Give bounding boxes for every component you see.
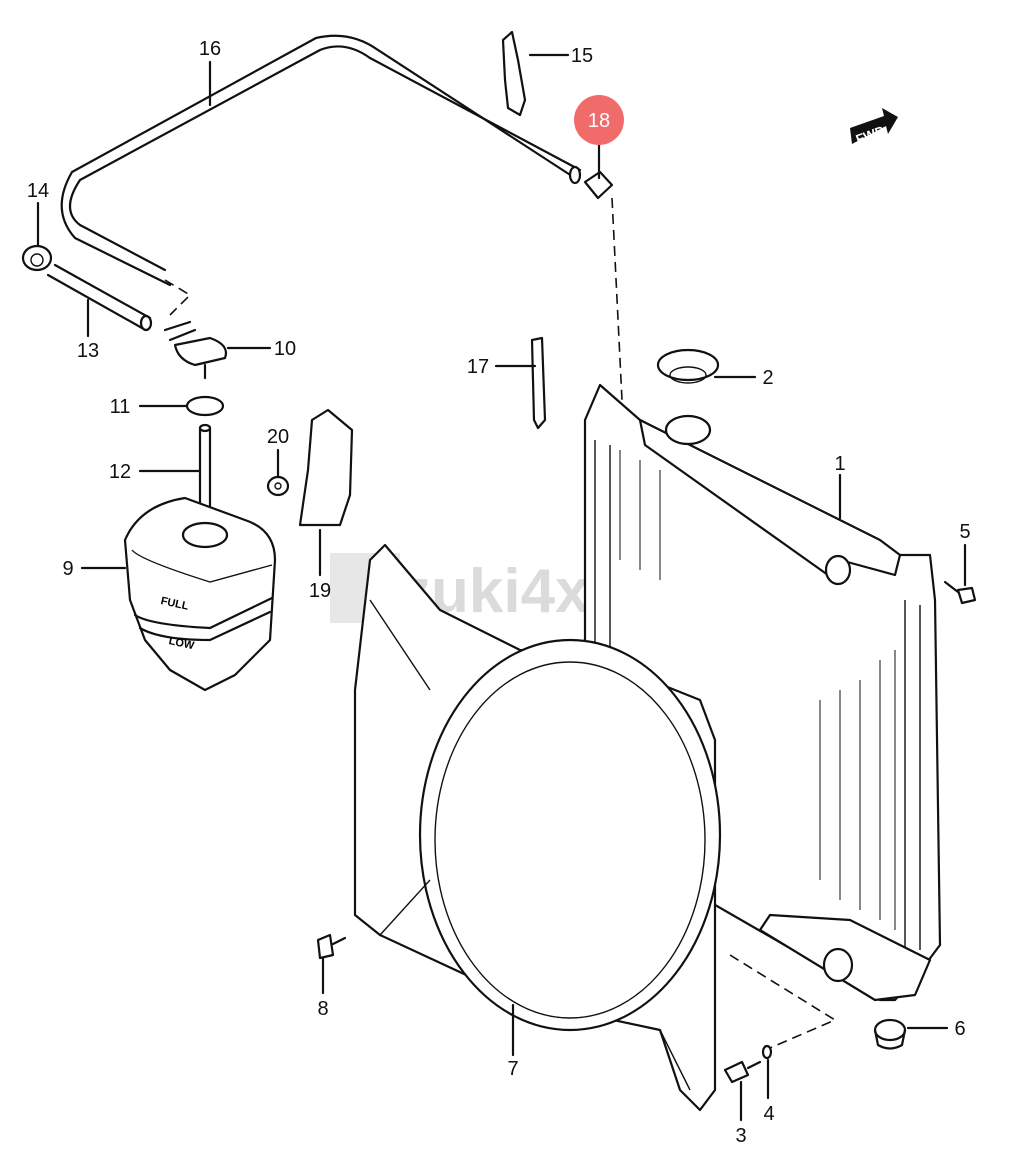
reservoir-cap-10	[163, 320, 228, 380]
drain-plug-3	[723, 1060, 762, 1084]
leader-lines	[36, 53, 967, 1122]
bracket-17	[530, 336, 547, 430]
cap-14	[21, 244, 53, 272]
callout-6: 6	[954, 1018, 965, 1040]
cushion-6	[873, 1018, 907, 1050]
callout-4: 4	[763, 1103, 774, 1125]
fan-shroud-7	[353, 543, 722, 1112]
callout-13: 13	[77, 340, 99, 362]
callout-labels: 1 2 3 4 5 6 7 8 9 10 11 12 13 14 15 16 1…	[27, 38, 971, 1147]
washer-4	[761, 1044, 773, 1060]
callout-12: 12	[109, 461, 131, 483]
callout-7: 7	[507, 1058, 518, 1080]
callout-16: 16	[199, 38, 221, 60]
callout-1: 1	[834, 453, 845, 475]
svg-text:LOW: LOW	[168, 635, 196, 652]
callout-3: 3	[735, 1125, 746, 1147]
callout-19: 19	[309, 580, 331, 602]
callout-10: 10	[274, 338, 296, 360]
callout-14: 14	[27, 180, 49, 202]
reservoir-tank-9: FULL LOW	[123, 496, 277, 692]
highlight-marker	[574, 95, 624, 145]
nut-20	[266, 475, 290, 497]
callout-17: 17	[467, 356, 489, 378]
hose-13	[46, 263, 152, 330]
fwd-arrow-icon: FWD	[850, 108, 898, 147]
callout-20: 20	[267, 426, 289, 448]
bracket-19	[298, 408, 354, 527]
callout-18: 18	[588, 110, 610, 132]
bracket-15	[501, 30, 527, 117]
callout-15: 15	[571, 45, 593, 67]
hose-16	[68, 45, 582, 272]
radiator-cap-2	[656, 348, 720, 384]
callout-11: 11	[110, 396, 131, 418]
svg-text:FULL: FULL	[160, 595, 190, 613]
callout-9: 9	[62, 558, 73, 580]
callout-5: 5	[959, 521, 970, 543]
bolt-8	[316, 933, 347, 960]
bolt-5	[943, 580, 977, 605]
clamp-18	[583, 170, 623, 401]
callout-8: 8	[317, 998, 328, 1020]
callout-2: 2	[762, 367, 773, 389]
gasket-11	[185, 395, 225, 417]
